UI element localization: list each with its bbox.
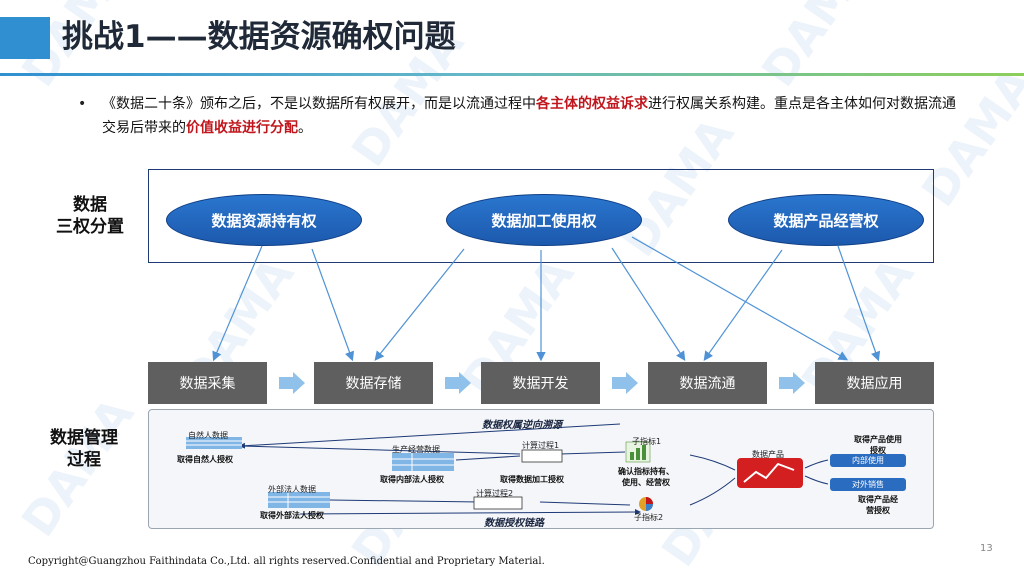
title-divider [0, 73, 1024, 76]
calculation-icon [473, 449, 563, 510]
operation-auth-line2: 营授权 [866, 506, 890, 515]
auth-chain-line [299, 509, 641, 516]
intro-text-1: 《数据二十条》颁布之后，不是以数据所有权展开，而是以流通过程中 [102, 96, 536, 112]
sub-index-2-label: 子指标2 [634, 513, 664, 522]
intro-text-3: 。 [298, 120, 312, 136]
processing-auth-label: 取得数据加工授权 [500, 475, 564, 484]
intro-paragraph: 《数据二十条》颁布之后，不是以数据所有权展开，而是以流通过程中各主体的权益诉求进… [102, 92, 964, 140]
external-auth-label: 取得外部法人授权 [260, 511, 324, 520]
arrow-holding-to-store [311, 248, 355, 362]
natural-person-data-label: 自然人数据 [188, 431, 228, 440]
usage-auth-label: 取得产品使用 授权 [838, 434, 918, 456]
arrow-holding-to-collect [212, 245, 263, 362]
arrow-processing-to-apply [631, 236, 849, 361]
rights-ellipse-holding: 数据资源持有权 [166, 194, 362, 246]
confirm-rights-line2: 使用、经营权 [622, 478, 670, 487]
process-apply: 数据应用 [815, 362, 934, 404]
confirm-rights-line1: 确认指标持有、 [618, 467, 674, 476]
external-sale-badge: 对外销售 [830, 478, 906, 491]
copyright-notice: Copyright@Guangzhou Faithindata Co.,Ltd.… [28, 556, 545, 567]
title-accent-bar [0, 17, 50, 59]
production-data-label: 生产经营数据 [392, 445, 440, 454]
calc-process-2-label: 计算过程2 [476, 489, 514, 498]
rights-label-line2: 三权分置 [56, 217, 124, 237]
process-collect: 数据采集 [148, 362, 267, 404]
bullet-marker: • [78, 96, 87, 112]
chevron-right-icon [279, 372, 305, 394]
operation-auth-label: 取得产品经 营授权 [838, 494, 918, 516]
chevron-right-icon [445, 372, 471, 394]
rights-label: 数据 三权分置 [40, 194, 140, 238]
arrow-operation-to-apply [837, 245, 881, 362]
usage-auth-line2: 授权 [870, 446, 886, 455]
management-label-line1: 数据管理 [50, 428, 118, 448]
auth-chain-title: 数据授权链路 [484, 518, 544, 529]
process-circulate: 数据流通 [648, 362, 767, 404]
sub-index-1-label: 子指标1 [632, 437, 662, 446]
page-number: 13 [980, 543, 993, 554]
chevron-right-icon [612, 372, 638, 394]
usage-auth-line1: 取得产品使用 [854, 435, 902, 444]
bar-chart-icon [625, 441, 651, 463]
intro-text-2: 进行权属关系构建。重点是各主体如何对数据流通交易后带来的 [102, 96, 956, 136]
data-product-icon [737, 458, 803, 488]
table-icon [186, 437, 242, 449]
trace-title: 数据权属逆向溯源 [482, 420, 562, 431]
natural-person-auth-label: 取得自然人授权 [177, 455, 233, 464]
page-title: 挑战1——数据资源确权问题 [62, 19, 456, 55]
confirm-rights-label: 确认指标持有、 使用、经营权 [618, 466, 674, 488]
internal-use-badge: 内部使用 [830, 454, 906, 467]
intro-highlight-1: 各主体的权益诉求 [536, 96, 648, 112]
table-icon [268, 492, 330, 508]
management-label: 数据管理 过程 [34, 427, 134, 471]
intro-highlight-2: 价值收益进行分配 [186, 120, 298, 136]
internal-auth-label: 取得内部法人授权 [380, 475, 444, 484]
operation-auth-line1: 取得产品经 [858, 495, 898, 504]
arrow-processing-to-store [374, 248, 465, 361]
management-label-line2: 过程 [67, 450, 101, 470]
arrow-processing-to-circulate [611, 247, 686, 362]
trace-back-line [239, 423, 621, 449]
process-store: 数据存储 [314, 362, 433, 404]
rights-ellipse-processing: 数据加工使用权 [446, 194, 642, 246]
rights-ellipse-operation: 数据产品经营权 [728, 194, 924, 246]
calc-process-1-label: 计算过程1 [522, 441, 560, 450]
table-icon [392, 453, 454, 471]
pie-chart-icon [639, 497, 653, 511]
arrow-operation-to-circulate [703, 249, 783, 361]
data-product-label: 数据产品 [752, 450, 784, 459]
chevron-right-icon [779, 372, 805, 394]
external-data-label: 外部法人数据 [268, 485, 316, 494]
process-develop: 数据开发 [481, 362, 600, 404]
rights-label-line1: 数据 [73, 195, 107, 215]
